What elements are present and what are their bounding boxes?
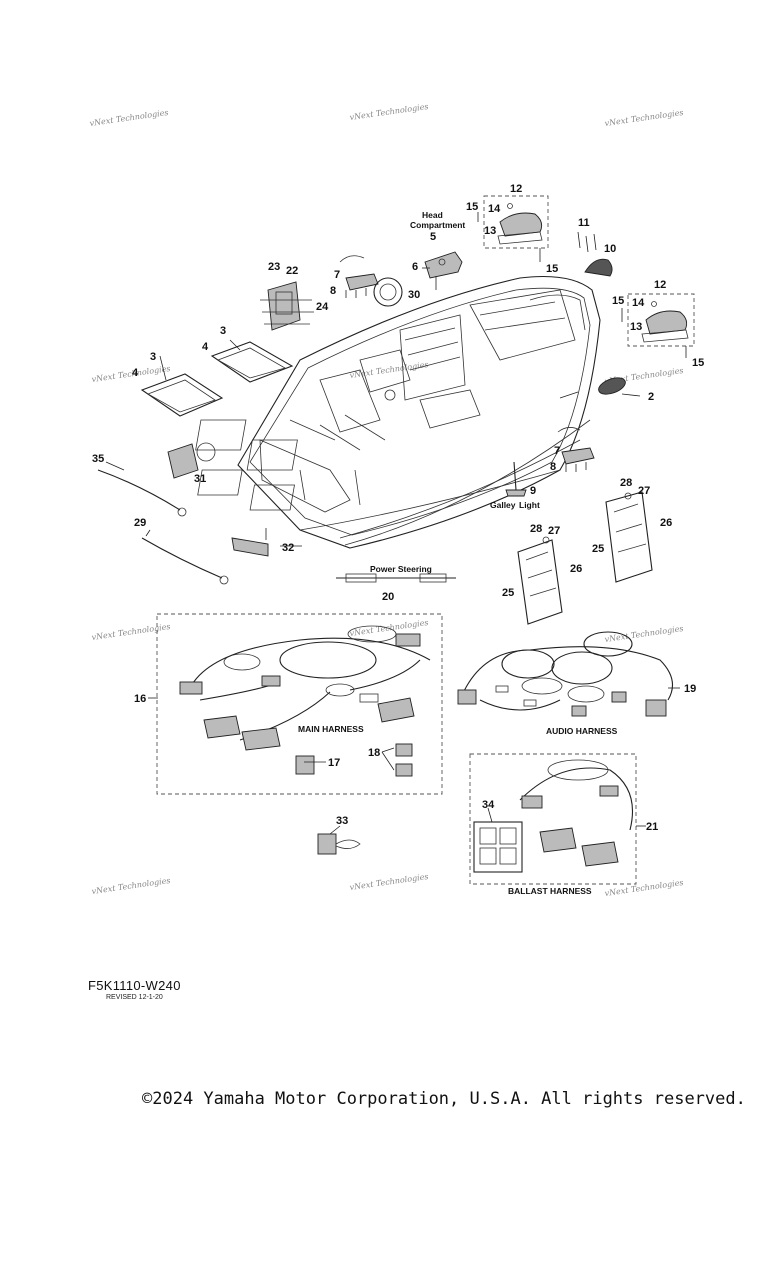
ballast-harness-box bbox=[469, 753, 637, 885]
item-25-28-brackets bbox=[517, 491, 653, 625]
callout-21: 21 bbox=[646, 821, 658, 833]
item-7-8-9-galley bbox=[505, 427, 595, 497]
callout-35: 35 bbox=[92, 453, 104, 465]
head-compartment-light bbox=[422, 251, 463, 290]
callout-13: 13 bbox=[484, 225, 496, 237]
caption-power-steering: Power Steering bbox=[370, 564, 432, 574]
callout-34: 34 bbox=[482, 799, 495, 811]
watermark: vNext Technologies bbox=[89, 108, 169, 128]
item-2-courtesy-light bbox=[598, 377, 641, 397]
light-housing-right bbox=[621, 293, 695, 358]
captions: Head Compartment Galley Light Power Stee… bbox=[298, 210, 618, 896]
item-31-socket bbox=[167, 442, 216, 479]
callout-33: 33 bbox=[336, 815, 348, 827]
revised-date: REVISED 12-1-20 bbox=[106, 994, 163, 1001]
ballast-harness-drawing bbox=[473, 759, 634, 873]
main-harness-drawing bbox=[179, 625, 431, 777]
watermark: vNext Technologies bbox=[91, 622, 171, 642]
callout-8: 8 bbox=[330, 285, 336, 297]
item-30-round-part bbox=[373, 277, 403, 307]
watermark: vNext Technologies bbox=[349, 872, 429, 892]
callout-5: 5 bbox=[430, 231, 436, 243]
item-7-8-top bbox=[339, 255, 379, 298]
callout-10: 10 bbox=[604, 243, 616, 255]
watermark: vNext Technologies bbox=[604, 624, 684, 644]
watermark: vNext Technologies bbox=[91, 876, 171, 896]
caption-light: Light bbox=[519, 500, 540, 510]
callout-9: 9 bbox=[530, 485, 536, 497]
callout-17: 17 bbox=[328, 757, 340, 769]
callout-15: 15 bbox=[612, 295, 624, 307]
callout-27: 27 bbox=[548, 525, 560, 537]
callout-28: 28 bbox=[530, 523, 542, 535]
callout-3: 3 bbox=[150, 351, 156, 363]
callout-24: 24 bbox=[316, 301, 329, 313]
callout-12: 12 bbox=[510, 183, 522, 195]
callout-32: 32 bbox=[282, 542, 294, 554]
boat-hull-drawing bbox=[195, 275, 601, 549]
callout-6: 6 bbox=[412, 261, 418, 273]
callout-27: 27 bbox=[638, 485, 650, 497]
callout-7: 7 bbox=[334, 269, 340, 281]
callout-23: 23 bbox=[268, 261, 280, 273]
leader-lines bbox=[105, 391, 680, 835]
callout-7: 7 bbox=[554, 445, 560, 457]
callout-15: 15 bbox=[692, 357, 704, 369]
callout-2: 2 bbox=[648, 391, 654, 403]
item-20-power-steering bbox=[336, 573, 456, 583]
item-32 bbox=[231, 528, 269, 557]
callout-15: 15 bbox=[466, 201, 478, 213]
diagram-code: F5K1110-W240 bbox=[88, 978, 181, 993]
item-33 bbox=[317, 833, 361, 855]
item-3-4-trays bbox=[140, 339, 294, 417]
callout-14: 14 bbox=[488, 203, 501, 215]
item-22-23-24 bbox=[260, 281, 314, 331]
watermark: vNext Technologies bbox=[604, 108, 684, 128]
main-harness-box bbox=[156, 613, 443, 795]
light-housing-top bbox=[477, 195, 549, 262]
callout-26: 26 bbox=[660, 517, 672, 529]
callout-25: 25 bbox=[502, 587, 514, 599]
callout-29: 29 bbox=[134, 517, 146, 529]
audio-harness-drawing bbox=[457, 631, 674, 717]
callout-8: 8 bbox=[550, 461, 556, 473]
item-35-29-cables bbox=[97, 469, 229, 585]
callout-31: 31 bbox=[194, 473, 206, 485]
caption-main-harness: MAIN HARNESS bbox=[298, 724, 364, 734]
callout-22: 22 bbox=[286, 265, 298, 277]
watermark: vNext Technologies bbox=[91, 364, 171, 384]
watermark: vNext Technologies bbox=[604, 878, 684, 898]
callout-16: 16 bbox=[134, 693, 146, 705]
callout-13: 13 bbox=[630, 321, 642, 333]
callout-19: 19 bbox=[684, 683, 696, 695]
callout-28: 28 bbox=[620, 477, 632, 489]
callout-numbers: 12 15 14 13 15 11 10 5 6 23 22 24 7 8 30… bbox=[92, 183, 704, 833]
caption-ballast-harness: BALLAST HARNESS bbox=[508, 886, 592, 896]
callout-20: 20 bbox=[382, 591, 394, 603]
callout-15: 15 bbox=[546, 263, 558, 275]
callout-4: 4 bbox=[132, 367, 139, 379]
callout-4: 4 bbox=[202, 341, 209, 353]
caption-galley: Galley bbox=[490, 500, 516, 510]
caption-head: Head bbox=[422, 210, 443, 220]
copyright-notice: ©2024 Yamaha Motor Corporation, U.S.A. A… bbox=[142, 1089, 746, 1109]
callout-26: 26 bbox=[570, 563, 582, 575]
watermark: vNext Technologies bbox=[349, 102, 429, 122]
callout-25: 25 bbox=[592, 543, 604, 555]
callout-12: 12 bbox=[654, 279, 666, 291]
caption-audio-harness: AUDIO HARNESS bbox=[546, 726, 618, 736]
item-10-11 bbox=[577, 231, 613, 277]
callout-14: 14 bbox=[632, 297, 645, 309]
callout-30: 30 bbox=[408, 289, 420, 301]
callout-11: 11 bbox=[578, 217, 590, 229]
callout-18: 18 bbox=[368, 747, 380, 759]
callout-3: 3 bbox=[220, 325, 226, 337]
caption-compartment: Compartment bbox=[410, 220, 465, 230]
